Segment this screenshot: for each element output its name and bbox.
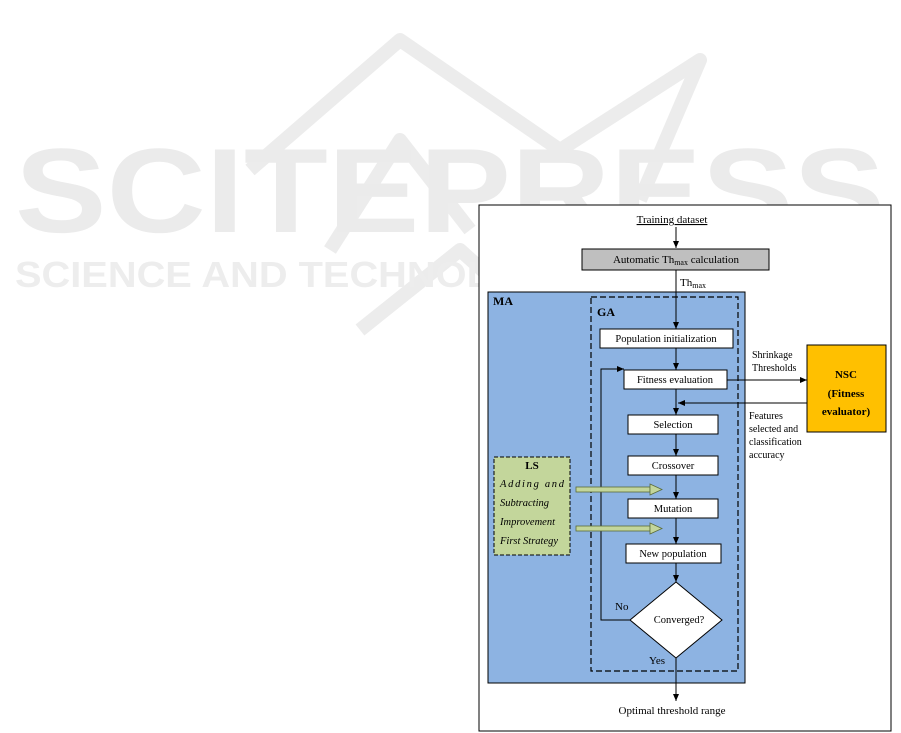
thmax-arrow-label: Thmax <box>680 277 706 290</box>
selection-box <box>627 414 719 435</box>
new-population-label: New population <box>639 549 707 560</box>
nsc-title: NSC <box>835 369 857 381</box>
ma-label: MA <box>493 294 513 308</box>
training-dataset-label: Training dataset <box>637 214 708 226</box>
crossover-label: Crossover <box>652 461 695 472</box>
optimal-threshold-label: Optimal threshold range <box>619 705 726 717</box>
selection-label: Selection <box>653 420 693 431</box>
ls-line-4: First Strategy <box>499 536 558 547</box>
shrinkage-label-1: Shrinkage <box>752 350 793 361</box>
ls-line-1: Adding and <box>499 479 565 490</box>
ga-region <box>590 296 739 672</box>
population-initialization-box <box>599 328 734 349</box>
nsc-line-2: evaluator) <box>822 406 871 418</box>
fitness-evaluation-label: Fitness evaluation <box>637 375 714 386</box>
mutation-label: Mutation <box>654 504 693 515</box>
ls-line-2: Subtracting <box>500 498 549 509</box>
no-loop-arrow <box>600 366 630 621</box>
ga-label: GA <box>597 305 615 319</box>
ls-title: LS <box>525 460 538 472</box>
features-label-1: Features <box>749 411 783 422</box>
features-label-3: classification <box>749 437 802 448</box>
ls-arrow-to-crossover <box>575 483 663 496</box>
crossover-box <box>627 455 719 476</box>
ls-box <box>493 456 571 556</box>
features-label-4: accuracy <box>749 450 785 461</box>
ls-arrow-to-mutation <box>575 522 663 535</box>
no-label: No <box>615 601 629 613</box>
mutation-box <box>627 498 719 519</box>
auto-thmax-label: Automatic Thmax calculation <box>613 254 740 267</box>
population-initialization-label: Population initialization <box>615 334 717 345</box>
new-population-box <box>625 543 722 564</box>
converged-label: Converged? <box>654 615 705 626</box>
yes-label: Yes <box>649 655 665 667</box>
features-label-2: selected and <box>749 424 798 435</box>
shrinkage-label-2: Thresholds <box>752 363 797 374</box>
nsc-line-1: (Fitness <box>828 388 865 400</box>
ls-line-3: Improvement <box>499 517 556 528</box>
nsc-box <box>806 344 887 433</box>
